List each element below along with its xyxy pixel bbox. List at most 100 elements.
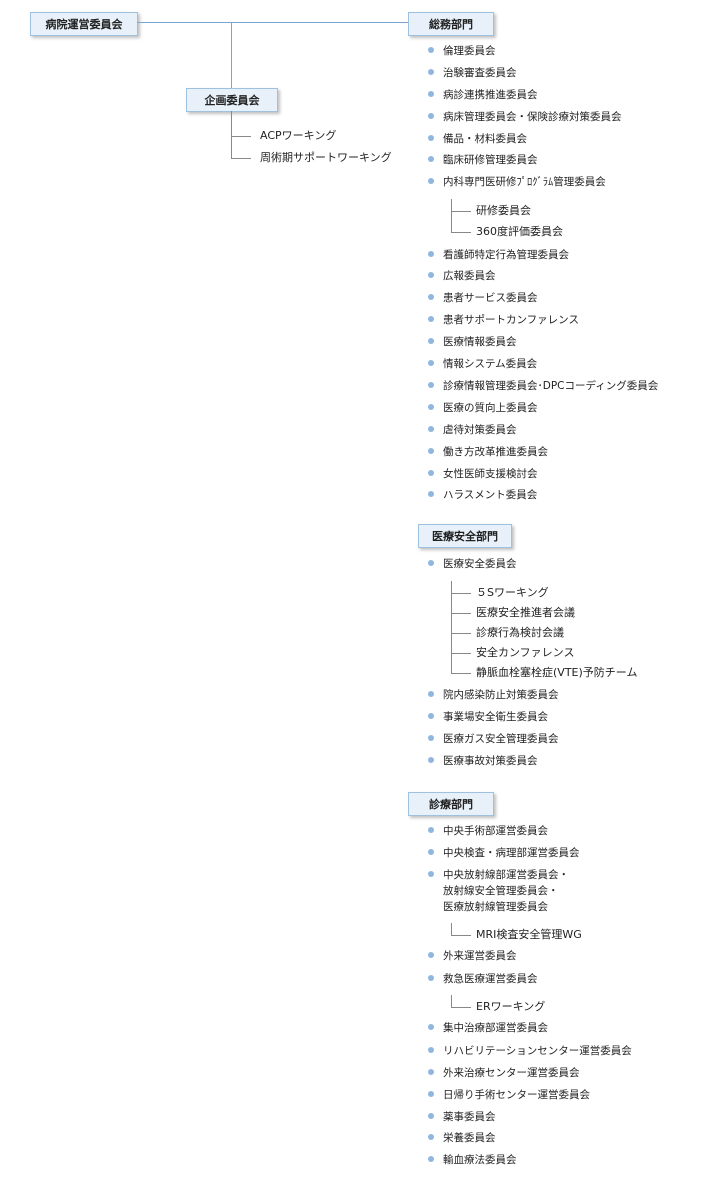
- committee-item: 治験審査委員会: [428, 66, 517, 80]
- sub-group-tick: [451, 653, 471, 654]
- sub-group-tick: [451, 211, 471, 212]
- connector-top: [137, 22, 408, 23]
- connector-down: [231, 22, 232, 88]
- planning-committee-box: 企画委員会: [186, 88, 278, 112]
- sub-group-tick: [231, 136, 251, 137]
- committee-item: 情報システム委員会: [428, 357, 537, 371]
- working-group-item: 静脈血栓塞栓症(VTE)予防チーム: [476, 666, 638, 679]
- committee-label: 内科専門医研修ﾌﾟﾛｸﾞﾗﾑ管理委員会: [443, 176, 606, 188]
- sub-group-tick: [451, 1007, 471, 1008]
- committee-label: 外来治療センター運営委員会: [443, 1067, 580, 1079]
- committee-label: ハラスメント委員会: [443, 489, 538, 501]
- committee-item: 輸血療法委員会: [428, 1153, 517, 1167]
- committee-item: 院内感染防止対策委員会: [428, 688, 559, 702]
- committee-label: 救急医療運営委員会: [443, 973, 538, 985]
- bullet-icon: [428, 1069, 434, 1075]
- sub-group-tick: [451, 673, 471, 674]
- committee-label: 広報委員会: [443, 270, 496, 282]
- committee-item: 働き方改革推進委員会: [428, 445, 548, 459]
- committee-item: 栄養委員会: [428, 1131, 496, 1145]
- committee-label: 患者サポートカンファレンス: [443, 314, 579, 326]
- bullet-icon: [428, 1047, 434, 1053]
- sub-group-tick: [451, 633, 471, 634]
- bullet-icon: [428, 47, 434, 53]
- bullet-icon: [428, 827, 434, 833]
- committee-label: 医療ガス安全管理委員会: [443, 733, 559, 745]
- working-group-item: ５Sワーキング: [476, 586, 549, 599]
- sub-group-tick: [451, 935, 471, 936]
- bullet-icon: [428, 69, 434, 75]
- bullet-icon: [428, 404, 434, 410]
- committee-label: 輸血療法委員会: [443, 1154, 517, 1166]
- committee-item: 外来治療センター運営委員会: [428, 1066, 580, 1080]
- committee-label: 外来運営委員会: [443, 950, 517, 962]
- working-group-item: 安全カンファレンス: [476, 646, 575, 659]
- working-group-item: 医療安全推進者会議: [476, 606, 575, 619]
- committee-label: リハビリテーションセンター運営委員会: [443, 1045, 632, 1057]
- committee-label: 中央放射線部運営委員会・: [443, 869, 569, 881]
- committee-item: 薬事委員会: [428, 1110, 496, 1124]
- committee-label: 備品・材料委員会: [443, 133, 527, 145]
- committee-item: 患者サポートカンファレンス: [428, 313, 579, 327]
- working-group-item: 360度評価委員会: [476, 225, 563, 238]
- committee-label: 病診連携推進委員会: [443, 89, 538, 101]
- committee-label: 看護師特定行為管理委員会: [443, 249, 569, 261]
- sub-group-tick: [451, 232, 471, 233]
- safety-dept-box: 医療安全部門: [418, 524, 512, 548]
- bullet-icon: [428, 156, 434, 162]
- committee-item: 医療情報委員会: [428, 335, 517, 349]
- committee-label: 患者サービス委員会: [443, 292, 538, 304]
- bullet-icon: [428, 426, 434, 432]
- committee-item: 医療の質向上委員会: [428, 401, 538, 415]
- committee-item-continued: 放射線安全管理委員会・: [443, 885, 559, 897]
- bullet-icon: [428, 316, 434, 322]
- sub-group-vline: [231, 124, 232, 158]
- bullet-icon: [428, 113, 434, 119]
- committee-label: 中央検査・病理部運営委員会: [443, 847, 580, 859]
- sub-group-tick: [451, 593, 471, 594]
- committee-item: 患者サービス委員会: [428, 291, 538, 305]
- committee-label: 虐待対策委員会: [443, 424, 517, 436]
- committee-label: 中央手術部運営委員会: [443, 825, 548, 837]
- bullet-icon: [428, 294, 434, 300]
- bullet-icon: [428, 1113, 434, 1119]
- committee-item: 医療ガス安全管理委員会: [428, 732, 559, 746]
- bullet-icon: [428, 757, 434, 763]
- sub-group-tick: [451, 613, 471, 614]
- sub-group-vline: [451, 199, 452, 232]
- bullet-icon: [428, 491, 434, 497]
- bullet-icon: [428, 735, 434, 741]
- bullet-icon: [428, 338, 434, 344]
- committee-item: 備品・材料委員会: [428, 132, 527, 146]
- committee-item: 医療事故対策委員会: [428, 754, 538, 768]
- committee-label: 医療情報委員会: [443, 336, 517, 348]
- bullet-icon: [428, 1091, 434, 1097]
- working-group-item: ERワーキング: [476, 1000, 546, 1013]
- committee-item: 看護師特定行為管理委員会: [428, 248, 569, 262]
- committee-item: 臨床研修管理委員会: [428, 153, 538, 167]
- committee-item: 外来運営委員会: [428, 949, 517, 963]
- bullet-icon: [428, 952, 434, 958]
- bullet-icon: [428, 560, 434, 566]
- committee-item: 病診連携推進委員会: [428, 88, 538, 102]
- committee-item: 医療安全委員会: [428, 557, 517, 571]
- committee-item: 倫理委員会: [428, 44, 496, 58]
- general-dept-box: 総務部門: [408, 12, 494, 36]
- bullet-icon: [428, 1134, 434, 1140]
- bullet-icon: [428, 849, 434, 855]
- sub-group-vline: [451, 995, 452, 1007]
- committee-label: 倫理委員会: [443, 45, 496, 57]
- bullet-icon: [428, 1156, 434, 1162]
- committee-label: 働き方改革推進委員会: [443, 446, 548, 458]
- bullet-icon: [428, 691, 434, 697]
- committee-label: 医療の質向上委員会: [443, 402, 538, 414]
- working-group-item: 周術期サポートワーキング: [260, 151, 392, 164]
- committee-label: 日帰り手術センター運営委員会: [443, 1089, 590, 1101]
- committee-item: リハビリテーションセンター運営委員会: [428, 1044, 632, 1058]
- working-group-item: 診療行為検討会議: [476, 626, 564, 639]
- bullet-icon: [428, 251, 434, 257]
- committee-item: 中央手術部運営委員会: [428, 824, 548, 838]
- sub-group-vline: [451, 581, 452, 673]
- bullet-icon: [428, 135, 434, 141]
- committee-label: 女性医師支援検討会: [443, 468, 538, 480]
